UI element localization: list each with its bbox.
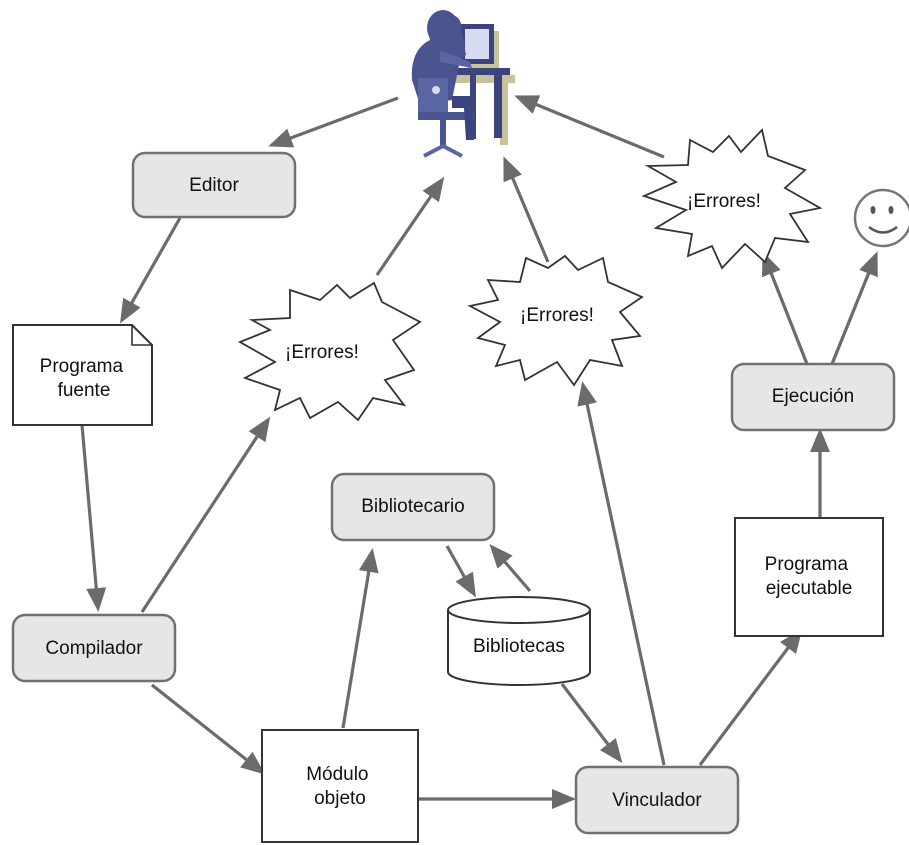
programa-ejecutable-label: Programa ejecutable: [765, 554, 854, 599]
editor-label: Editor: [189, 175, 239, 196]
bibliotecario-label: Bibliotecario: [361, 496, 465, 517]
programmer-at-computer-icon: [411, 10, 515, 158]
errores-label-run: ¡Errores!: [687, 191, 761, 212]
arrow-programmer-to-editor: [268, 96, 399, 148]
arrow-bibliotecario-to-bibliotecas: [445, 545, 476, 598]
arrow-ejecucion-to-errores: [762, 251, 809, 365]
arrow-compilador-to-modulo-objeto: [151, 683, 266, 775]
arrow-errores-to-programmer-mid: [503, 156, 550, 263]
arrow-errores-to-programmer-left: [375, 176, 445, 276]
errores-burst-compile: ¡Errores!: [237, 281, 422, 422]
modulo-objeto-label: Módulo objeto: [306, 764, 374, 809]
arrow-errores-to-programmer-right: [514, 95, 665, 159]
errores-burst-link: ¡Errores!: [467, 254, 644, 387]
errores-label-link: ¡Errores!: [520, 305, 594, 326]
programa-fuente-document: Programa fuente: [12, 324, 153, 426]
compilador-label: Compilador: [45, 638, 143, 659]
ejecucion-box: Ejecución: [730, 362, 896, 432]
arrow-bibliotecas-to-bibliotecario: [489, 543, 532, 593]
modulo-objeto-line1: Módulo: [306, 764, 368, 785]
bibliotecas-cylinder: Bibliotecas: [447, 596, 591, 686]
programa-ejecutable-box: Programa ejecutable: [734, 517, 884, 637]
smiley-face-icon: [853, 188, 909, 248]
ejecucion-label: Ejecución: [772, 386, 854, 407]
arrow-bibliotecas-to-vinculador: [560, 683, 623, 764]
arrow-vinculador-to-programa-ejecutable: [698, 628, 803, 766]
programa-ejecutable-line1: Programa: [765, 554, 849, 575]
errores-burst-run: ¡Errores!: [641, 128, 823, 270]
editor-box: Editor: [131, 151, 297, 219]
vinculador-box: Vinculador: [574, 765, 740, 835]
arrow-ejecucion-to-smiley: [830, 251, 878, 365]
compilador-box: Compilador: [11, 613, 177, 683]
bibliotecas-label: Bibliotecas: [473, 636, 565, 657]
arrow-programa-fuente-to-compilador: [80, 424, 107, 612]
arrow-vinculador-to-errores: [577, 381, 666, 766]
modulo-objeto-box: Módulo objeto: [261, 729, 419, 843]
programa-fuente-line1: Programa: [40, 356, 124, 377]
programa-fuente-line2: fuente: [58, 380, 111, 401]
modulo-objeto-line2: objeto: [314, 788, 366, 809]
programa-fuente-label: Programa fuente: [40, 356, 129, 401]
arrow-compilador-to-errores: [140, 416, 271, 613]
arrow-editor-to-programa-fuente: [120, 217, 182, 324]
arrows: [80, 95, 878, 809]
arrow-modulo-objeto-to-bibliotecario: [341, 548, 379, 729]
programa-ejecutable-line2: ejecutable: [766, 578, 853, 599]
errores-label-compile: ¡Errores!: [285, 342, 359, 363]
bibliotecario-box: Bibliotecario: [330, 472, 496, 542]
vinculador-label: Vinculador: [612, 790, 702, 811]
